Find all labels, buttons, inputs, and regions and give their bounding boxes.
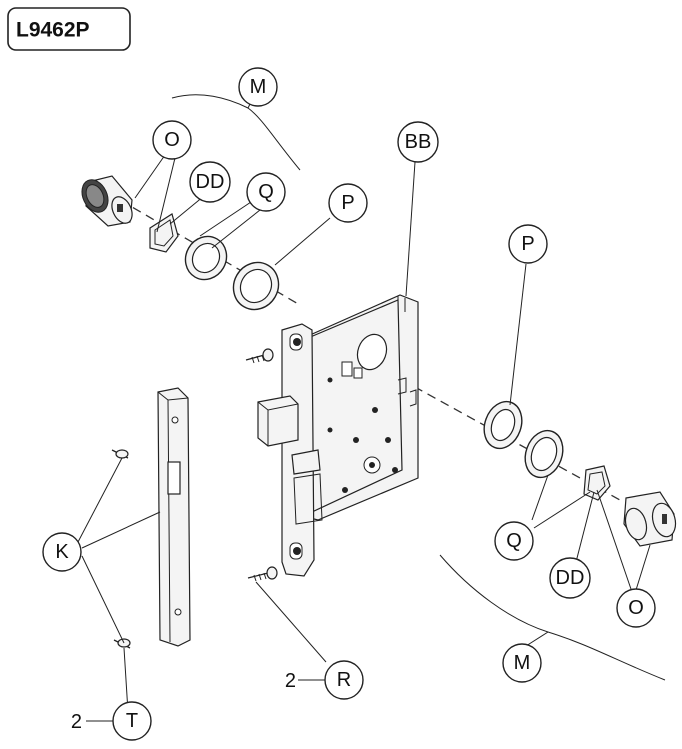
svg-text:M: M — [250, 76, 267, 98]
strike-screw-top — [111, 449, 129, 459]
svg-text:Q: Q — [258, 181, 274, 203]
svg-text:P: P — [341, 192, 354, 214]
ring-p-upper — [232, 261, 280, 311]
callout-m-top: M — [238, 67, 278, 107]
callout-p-upper: P — [328, 183, 368, 223]
upper-side-curve — [171, 94, 301, 171]
quantity-r: 2 — [285, 670, 296, 692]
model-title-box: L9462P — [7, 7, 131, 51]
mortise-lock-body — [257, 294, 419, 577]
cylinder-lower — [623, 491, 677, 547]
ring-q-upper — [184, 235, 228, 281]
leader-lines — [77, 87, 651, 722]
strike-screw-bottom — [113, 638, 131, 649]
cam-trim-lower — [583, 465, 611, 501]
callout-p-lower: P — [508, 224, 548, 264]
ring-q-lower — [524, 429, 564, 479]
callout-dd-upper: DD — [189, 161, 231, 203]
svg-text:DD: DD — [556, 567, 585, 589]
callout-dd-lower: DD — [549, 557, 591, 599]
svg-text:K: K — [55, 541, 69, 563]
faceplate-screw-bottom — [247, 566, 278, 582]
callout-k: K — [42, 532, 82, 572]
quantity-t: 2 — [71, 711, 82, 733]
callout-o-upper: O — [152, 120, 192, 160]
callout-bb: BB — [397, 121, 439, 163]
svg-text:Q: Q — [506, 530, 522, 552]
callout-q-lower: Q — [494, 521, 534, 561]
svg-text:DD: DD — [196, 171, 225, 193]
callout-m-bottom: M — [502, 643, 542, 683]
svg-text:O: O — [628, 597, 644, 619]
callout-o-lower: O — [616, 588, 656, 628]
callout-r: R — [324, 660, 364, 700]
ring-p-lower — [483, 400, 523, 450]
svg-text:R: R — [337, 669, 351, 691]
svg-text:T: T — [126, 710, 138, 732]
strike-plate — [157, 387, 191, 647]
faceplate-screw-top — [245, 348, 274, 364]
callout-t: T — [112, 701, 152, 741]
callout-q-upper: Q — [246, 172, 286, 212]
svg-text:P: P — [521, 233, 534, 255]
cylinder-upper — [81, 175, 133, 227]
svg-text:M: M — [514, 652, 531, 674]
model-title: L9462P — [16, 19, 90, 42]
svg-text:O: O — [164, 129, 180, 151]
svg-text:BB: BB — [405, 131, 432, 153]
